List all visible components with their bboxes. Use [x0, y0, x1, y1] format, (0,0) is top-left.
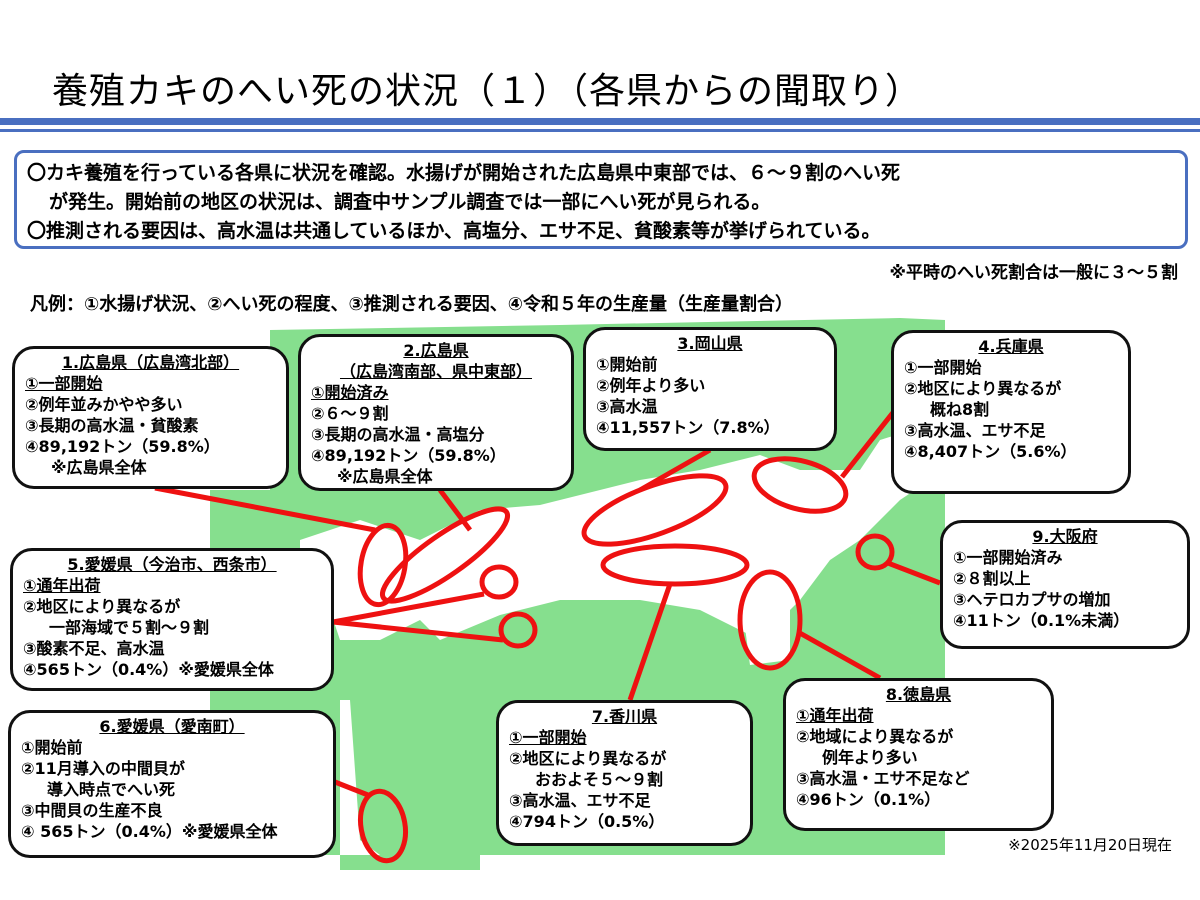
callout-heading: 9.大阪府: [1032, 527, 1098, 546]
callout-item: 概ね8割: [930, 400, 990, 419]
callout-item: ②地区により異なるが: [23, 597, 181, 616]
callout-heading: 3.岡山県: [677, 334, 743, 353]
callout-item: ③高水温、エサ不足: [509, 791, 651, 810]
leader-line: [638, 447, 712, 493]
summary-line: が発生。開始前の地区の状況は、調査中サンプル調査では一部にへい死が見られる。: [49, 191, 771, 213]
page-title: 養殖カキのへい死の状況（１）（各県からの聞取り）: [52, 71, 923, 112]
leader-line: [627, 583, 673, 701]
leader-line: [438, 488, 472, 532]
callout-item: ①一部開始: [904, 358, 982, 377]
marker-ellipse: [600, 543, 750, 587]
callout-heading: 5.愛媛県（今治市、西条市）: [67, 555, 277, 574]
callout-box: 9.大阪府 ①一部開始済み ②８割以上 ③ヘテロカプサの増加 ④11トン（0.1%未満）: [940, 520, 1190, 649]
callout-box: 3.岡山県 ①開始前 ②例年より多い ③高水温 ④11,557トン（7.8%）: [583, 327, 837, 451]
callout-item: ②11月導入の中間貝が: [21, 759, 185, 778]
callout-item: ※広島県全体: [337, 467, 433, 486]
callout-item: ③中間貝の生産不良: [21, 801, 163, 820]
callout-box: 1.広島県（広島湾北部） ①一部開始 ②例年並みかやや多い ③長期の高水温・貧酸素 ④8…: [12, 346, 289, 489]
callout-item: ③ヘテロカプサの増加: [953, 590, 1111, 609]
title-rule-thin: [0, 129, 1200, 132]
callout-item: ④89,192トン（59.8%）: [311, 446, 506, 465]
summary-box: 〇カキ養殖を行っている各県に状況を確認。水揚げが開始された広島県中東部では、６～…: [14, 150, 1188, 249]
leader-line: [840, 408, 897, 479]
callout-item: ③高水温: [596, 397, 658, 416]
callout-item: ③長期の高水温・高塩分: [311, 425, 485, 444]
callout-item: 導入時点でへい死: [47, 780, 176, 799]
callout-item: ②例年並みかやや多い: [25, 395, 183, 414]
marker-ellipse: [479, 564, 519, 600]
sea-area: [300, 420, 945, 855]
legend: 凡例：①水揚げ状況、②へい死の程度、③推測される要因、④令和５年の生産量（生産量…: [30, 294, 793, 315]
callout-item: ①開始前: [596, 355, 658, 374]
callout-item: ③高水温、エサ不足: [904, 421, 1046, 440]
callout-item: ④11トン（0.1%未満）: [953, 611, 1130, 630]
marker-ellipse: [357, 522, 409, 608]
callout-item: ④794トン（0.5%）: [509, 812, 665, 831]
callout-item: ②地区により異なるが: [904, 379, 1062, 398]
callout-item: ②例年より多い: [596, 376, 706, 395]
marker-ellipse: [357, 788, 409, 864]
callout-item: ①通年出荷: [796, 706, 874, 725]
callout-heading: 1.広島県（広島湾北部）: [61, 353, 240, 372]
leader-line: [332, 619, 504, 643]
summary-line: 〇推測される要因は、高水温は共通しているほか、高塩分、エサ不足、貧酸素等が挙げら…: [27, 220, 881, 242]
callout-item: ②８割以上: [953, 569, 1031, 588]
callout-item: ④565トン（0.4%）※愛媛県全体: [23, 660, 274, 679]
callout-item: ④89,192トン（59.8%）: [25, 437, 220, 456]
callout-item: ①一部開始: [509, 728, 587, 747]
leader-line: [332, 591, 485, 625]
callout-box: 2.広島県 （広島湾南部、県中東部） ①開始済み ②６～９割 ③長期の高水温・高塩分 ④8…: [298, 334, 574, 491]
callout-item: おおよそ５～９割: [535, 770, 664, 789]
callout-item: ③酸素不足、高水温: [23, 639, 165, 658]
marker-ellipse: [380, 506, 510, 604]
marker-ellipse: [737, 569, 803, 671]
callout-box: 5.愛媛県（今治市、西条市） ①通年出荷 ②地区により異なるが一部海域で５割～９割 ③…: [10, 548, 334, 691]
marker-ellipse: [498, 611, 538, 649]
callout-item: ②地区により異なるが: [509, 749, 667, 768]
markers: [154, 408, 941, 864]
callout-item: ①通年出荷: [23, 576, 101, 595]
callout-box: 4.兵庫県 ①一部開始 ②地区により異なるが概ね8割 ③高水温、エサ不足 ④8,407ト…: [891, 330, 1131, 494]
callout-heading: 8.徳島県: [885, 685, 952, 704]
callout-item: ※広島県全体: [51, 458, 147, 477]
callout-item: ①開始前: [21, 738, 83, 757]
callout-item: ③高水温・エサ不足など: [796, 769, 970, 788]
callout-item: ②６～９割: [311, 404, 389, 423]
mortality-note: ※平時のへい死割合は一般に３～５割: [889, 263, 1178, 283]
callout-item: 例年より多い: [822, 748, 918, 767]
title-rule-thick: [0, 118, 1200, 125]
callout-box: 6.愛媛県（愛南町） ①開始前 ②11月導入の中間貝が導入時点でへい死 ③中間貝の生産…: [8, 710, 336, 858]
callout-box: 8.徳島県 ①通年出荷 ②地域により異なるが例年より多い ③高水温・エサ不足など ④96…: [783, 678, 1054, 831]
summary-line: 〇カキ養殖を行っている各県に状況を確認。水揚げが開始された広島県中東部では、６～…: [27, 162, 901, 184]
marker-ellipse: [751, 456, 849, 514]
callout-heading: （広島湾南部、県中東部）: [339, 362, 532, 381]
callout-item: ①一部開始: [25, 374, 103, 393]
leader-line: [796, 629, 882, 681]
callout-item: 一部海域で５割～９割: [49, 618, 210, 637]
callout-item: ④ 565トン（0.4%）※愛媛県全体: [21, 822, 278, 841]
as-of-date: ※2025年11月20日現在: [1008, 836, 1172, 854]
callout-heading: 4.兵庫県: [978, 337, 1044, 356]
leader-line: [887, 560, 941, 586]
marker-ellipse: [855, 533, 895, 571]
callout-item: ①一部開始済み: [953, 548, 1063, 567]
leader-line: [334, 779, 369, 798]
callout-item: ④96トン（0.1%）: [796, 790, 941, 809]
callout-item: ④8,407トン（5.6%）: [904, 442, 1077, 461]
callout-item: ①開始済み: [311, 383, 389, 402]
callout-item: ④11,557トン（7.8%）: [596, 418, 780, 437]
callout-heading: 7.香川県: [591, 707, 658, 726]
leader-line: [154, 485, 376, 533]
callout-heading: 6.愛媛県（愛南町）: [99, 717, 245, 736]
callout-item: ②地域により異なるが: [796, 727, 954, 746]
callout-item: ③長期の高水温・貧酸素: [25, 416, 199, 435]
callout-heading: 2.広島県: [403, 341, 469, 360]
